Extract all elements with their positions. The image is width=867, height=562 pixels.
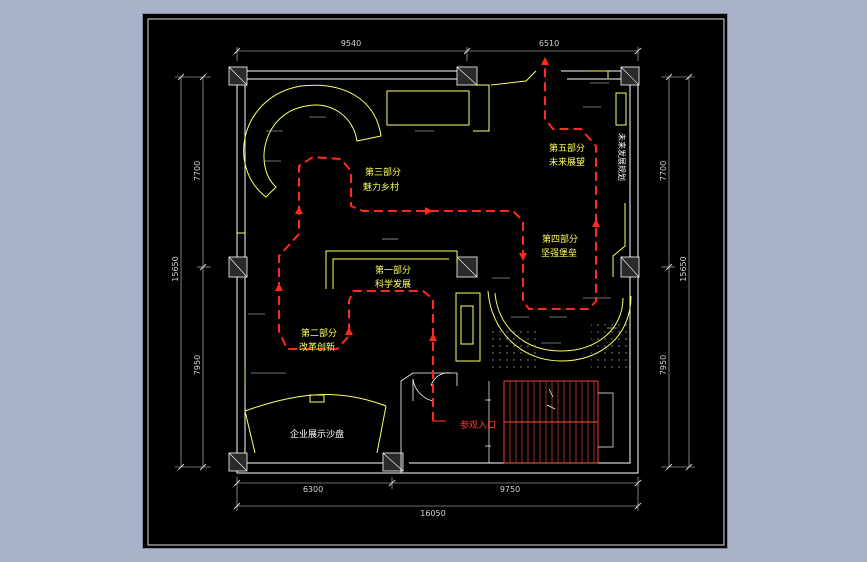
columns bbox=[228, 66, 640, 472]
dim-left-total: 15650 bbox=[171, 256, 180, 281]
part5-name: 未来展望 bbox=[549, 156, 585, 168]
route-arrows bbox=[275, 57, 600, 341]
small-annotations bbox=[248, 82, 617, 374]
dim-bottom-right: 9750 bbox=[500, 485, 520, 494]
part2-title: 第二部分 bbox=[301, 327, 337, 339]
dotted-floor-right bbox=[591, 321, 629, 373]
column-crosses bbox=[228, 66, 640, 472]
drawing-sheet: 9540 6510 6300 9750 16050 7700 15650 795… bbox=[142, 13, 728, 549]
part4-title: 第四部分 bbox=[542, 233, 578, 245]
dim-right-upper: 7700 bbox=[659, 161, 668, 181]
dim-left-lower: 7950 bbox=[193, 355, 202, 375]
part5-title: 第五部分 bbox=[549, 142, 585, 154]
dim-bottom-left: 6300 bbox=[303, 485, 323, 494]
part3-name: 魅力乡村 bbox=[363, 181, 399, 193]
sand-table-label: 企业展示沙盘 bbox=[290, 428, 344, 440]
stair-outline bbox=[485, 381, 614, 463]
dim-left-upper: 7700 bbox=[193, 161, 202, 181]
floor-plan-drawing: 9540 6510 6300 9750 16050 7700 15650 795… bbox=[147, 18, 725, 546]
entrance-doors bbox=[400, 372, 458, 473]
dim-bottom-total: 16050 bbox=[420, 509, 445, 518]
staircase bbox=[503, 380, 599, 464]
dim-top-right: 6510 bbox=[539, 39, 559, 48]
dotted-floor-left bbox=[489, 331, 541, 373]
tour-route bbox=[278, 61, 597, 421]
part4-name: 坚强堡垒 bbox=[541, 247, 577, 259]
inner-frame bbox=[147, 18, 725, 546]
entrance-label: 参观入口 bbox=[460, 419, 496, 431]
stair-treads bbox=[509, 381, 595, 463]
part1-name: 科学发展 bbox=[375, 278, 411, 290]
sand-table bbox=[244, 394, 387, 454]
part1-title: 第一部分 bbox=[375, 264, 411, 276]
future-plan-label: 未来发展规划 bbox=[617, 133, 627, 181]
dim-right-lower: 7950 bbox=[659, 355, 668, 375]
dim-right-total: 15650 bbox=[679, 256, 688, 281]
dim-top-left: 9540 bbox=[341, 39, 361, 48]
dimension-ticks bbox=[177, 47, 693, 510]
exterior-walls bbox=[236, 70, 639, 474]
display-walls bbox=[237, 70, 632, 386]
part2-name: 改革创新 bbox=[299, 341, 335, 353]
part3-title: 第三部分 bbox=[365, 166, 401, 178]
